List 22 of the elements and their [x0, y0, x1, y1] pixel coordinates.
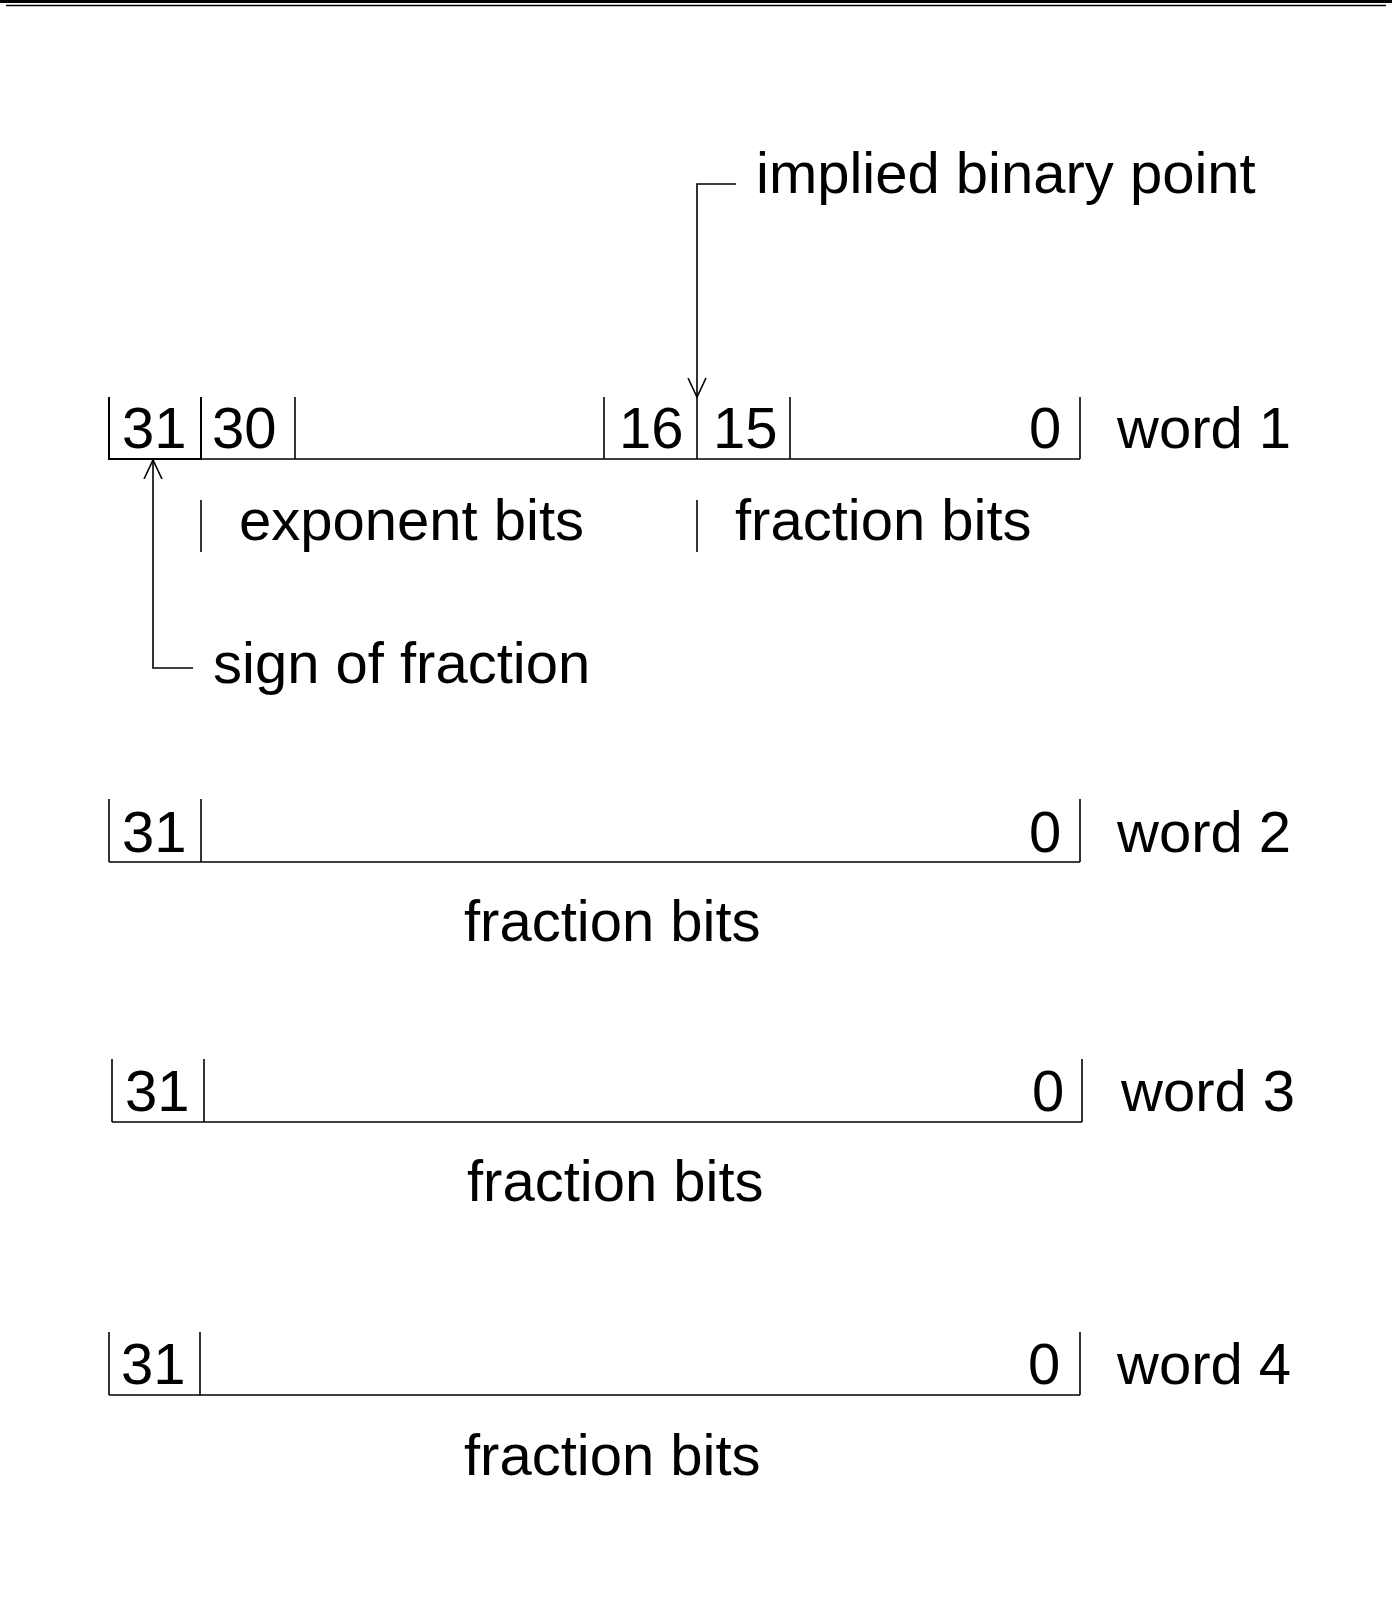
- bit-number: 30: [212, 399, 277, 457]
- bit-number: 0: [1028, 1335, 1061, 1393]
- bit-number: 0: [1029, 803, 1062, 861]
- field-boundary-line: [696, 396, 698, 460]
- word-label: word 2: [1117, 803, 1292, 861]
- bit-number: 0: [1029, 399, 1062, 457]
- field-label: fraction bits: [464, 1426, 761, 1484]
- bit-number: 15: [713, 399, 778, 457]
- field-label: fraction bits: [467, 1152, 764, 1210]
- bit-number: 31: [122, 803, 187, 861]
- bit-number: 31: [121, 1335, 186, 1393]
- word-label: word 4: [1117, 1335, 1292, 1393]
- leader-line: [687, 183, 737, 398]
- bit-number: 31: [125, 1062, 190, 1120]
- field-label: fraction bits: [464, 892, 761, 950]
- field-label: fraction bits: [735, 491, 1032, 549]
- word-label: word 3: [1121, 1062, 1296, 1120]
- bit-field-cell: 31: [108, 397, 202, 460]
- bit-number: 0: [1032, 1062, 1065, 1120]
- bit-number: 16: [619, 399, 684, 457]
- leader-line: [143, 459, 194, 669]
- word-label: word 1: [1117, 399, 1292, 457]
